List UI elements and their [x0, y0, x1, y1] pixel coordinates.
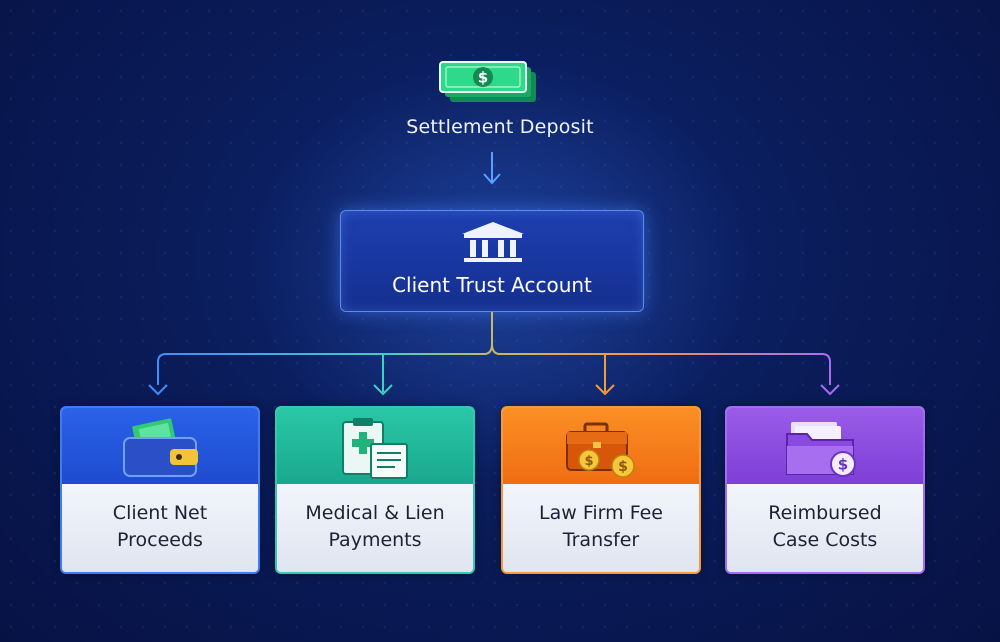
- bank-building-icon: [458, 220, 528, 266]
- card-label-line2: Transfer: [562, 529, 640, 551]
- card-body: [277, 484, 473, 572]
- client-trust-account-box: Client Trust Account: [340, 210, 644, 312]
- wallet-icon: [62, 416, 258, 482]
- card-label-line2: Proceeds: [117, 529, 203, 551]
- svg-text:$: $: [618, 459, 628, 475]
- folder-coin-icon: $: [727, 416, 923, 482]
- card-body: [62, 484, 258, 572]
- medical-clipboard-icon: [277, 416, 473, 482]
- card-label-line2: Case Costs: [772, 529, 878, 551]
- card-label: Law Firm Fee Transfer: [503, 500, 699, 554]
- card-label-line1: Client Net: [112, 502, 208, 524]
- card-label-line1: Law Firm Fee: [539, 502, 663, 524]
- card-label: Reimbursed Case Costs: [727, 500, 923, 554]
- medical-lien-payments-card: Medical & Lien Payments: [275, 406, 475, 574]
- arrow-client-icon: [148, 384, 168, 396]
- card-label-line2: Payments: [328, 529, 422, 551]
- arrow-fee-icon: [595, 384, 615, 396]
- reimbursed-case-costs-card: $ Reimbursed Case Costs: [725, 406, 925, 574]
- cash-stack-icon: $: [436, 58, 540, 106]
- briefcase-coins-icon: $ $: [503, 416, 699, 482]
- card-label: Medical & Lien Payments: [277, 500, 473, 554]
- client-trust-account-label: Client Trust Account: [392, 273, 592, 297]
- law-firm-fee-transfer-card: $ $ Law Firm Fee Transfer: [501, 406, 701, 574]
- deposit-arrow-icon: [480, 152, 504, 186]
- svg-text:$: $: [838, 456, 848, 474]
- card-body: [727, 484, 923, 572]
- arrow-costs-icon: [820, 384, 840, 396]
- card-label: Client Net Proceeds: [62, 500, 258, 554]
- settlement-deposit-label: Settlement Deposit: [406, 116, 594, 138]
- card-body: [503, 484, 699, 572]
- client-net-proceeds-card: Client Net Proceeds: [60, 406, 260, 574]
- card-label-line1: Medical & Lien: [305, 502, 445, 524]
- card-label-line1: Reimbursed: [768, 502, 882, 524]
- svg-text:$: $: [584, 454, 593, 469]
- arrow-medical-icon: [373, 384, 393, 396]
- svg-text:$: $: [478, 69, 488, 87]
